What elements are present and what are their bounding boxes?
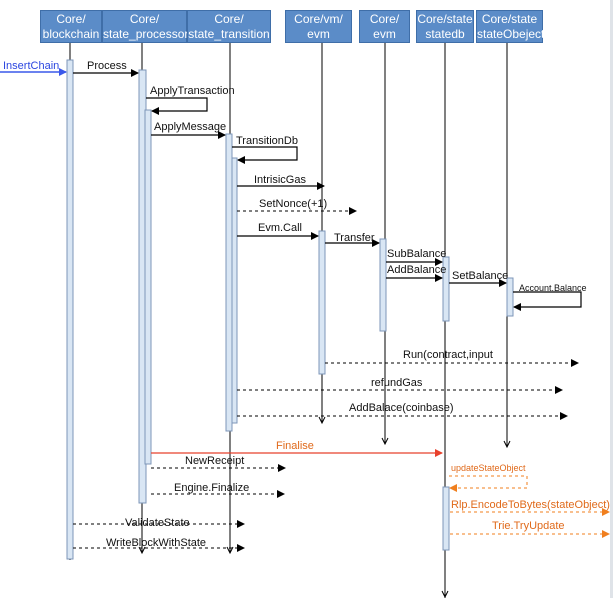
activation-statedb-finalise bbox=[442, 486, 450, 551]
lifeline-end-marker bbox=[318, 416, 326, 425]
header-vm-evm: Core/vm/ evm bbox=[285, 10, 352, 43]
activation-statedb bbox=[442, 256, 450, 322]
label-apply-message: ApplyMessage bbox=[154, 121, 227, 133]
lifeline-end-marker bbox=[503, 440, 511, 449]
label-set-nonce: SetNonce(+1) bbox=[259, 198, 328, 210]
activation-state-object bbox=[506, 277, 514, 317]
header-state-processor: Core/ state_processor bbox=[102, 10, 189, 43]
label-write-block-with-state: WriteBlockWithState bbox=[106, 537, 207, 549]
header-blockchain: Core/ blockchain bbox=[40, 10, 102, 43]
header-line2: stateObeject bbox=[477, 27, 545, 41]
label-engine-finalize: Engine.Finalize bbox=[174, 482, 250, 494]
header-line2: blockchain bbox=[42, 27, 100, 41]
label-add-balance: AddBalance bbox=[387, 264, 447, 276]
header-line1: Core/state bbox=[417, 12, 473, 26]
label-sub-balance: SubBalance bbox=[387, 248, 447, 260]
apply-transaction-self-arrow bbox=[146, 97, 208, 115]
account-balance-self-arrow bbox=[513, 291, 582, 311]
activation-evm bbox=[379, 238, 387, 332]
header-line2: evm bbox=[373, 27, 396, 41]
header-line1: Core/vm/ bbox=[294, 12, 343, 26]
header-line2: statedb bbox=[425, 27, 465, 41]
label-finalise: Finalise bbox=[276, 440, 314, 452]
label-validate-state: ValidateState bbox=[125, 517, 190, 529]
header-line1: Core/ bbox=[214, 12, 244, 26]
label-apply-transaction: ApplyTransaction bbox=[150, 85, 235, 97]
header-line1: Core/ bbox=[56, 12, 86, 26]
label-update-state-object: updateStateObject bbox=[451, 463, 526, 473]
transition-db-self-arrow bbox=[232, 146, 298, 164]
header-line2: evm bbox=[307, 27, 330, 41]
label-process: Process bbox=[87, 60, 127, 72]
label-set-balance: SetBalance bbox=[452, 270, 509, 282]
header-line1: Core/ bbox=[129, 12, 160, 26]
activation-state-transition bbox=[225, 133, 233, 432]
header-line1: Core/ bbox=[369, 12, 400, 26]
label-intrinsic-gas: IntrisicGas bbox=[254, 174, 306, 186]
lifeline-end-marker bbox=[226, 546, 234, 555]
label-account-balance: Account.Balance bbox=[519, 283, 587, 293]
label-new-receipt: NewReceipt bbox=[185, 455, 245, 467]
right-scroll-edge bbox=[610, 0, 613, 598]
label-evm-call: Evm.Call bbox=[258, 222, 303, 234]
label-refund-gas: refundGas bbox=[371, 377, 423, 389]
label-transfer: Transfer bbox=[334, 232, 375, 244]
header-evm: Core/ evm bbox=[359, 10, 410, 43]
header-statedb: Core/state statedb bbox=[416, 10, 474, 43]
update-state-object-self-arrow bbox=[449, 475, 528, 492]
lifeline-end-marker bbox=[381, 437, 389, 446]
label-trie-try-update: Trie.TryUpdate bbox=[492, 520, 565, 532]
activation-state-transition-inner bbox=[231, 157, 238, 424]
activation-vm-evm bbox=[318, 230, 326, 375]
label-rlp-encode: Rlp.EncodeToBytes(stateObject) bbox=[451, 499, 610, 511]
lifeline-end-marker bbox=[441, 590, 449, 598]
header-line2: state_processor bbox=[103, 27, 189, 41]
label-add-balace-coinbase: AddBalace(coinbase) bbox=[349, 402, 454, 414]
label-run: Run(contract,input bbox=[403, 349, 493, 361]
header-line2: state_transition bbox=[188, 27, 270, 41]
header-line1: Core/state bbox=[481, 12, 538, 26]
lifeline-end-marker bbox=[138, 546, 146, 555]
header-state-transition: Core/ state_transition bbox=[187, 10, 271, 43]
activation-state-processor-inner bbox=[144, 109, 152, 465]
label-insert-chain: InsertChain bbox=[3, 60, 60, 72]
activation-blockchain bbox=[66, 59, 74, 560]
header-state-object: Core/state stateObeject bbox=[476, 10, 545, 43]
label-transition-db: TransitionDb bbox=[236, 135, 298, 147]
